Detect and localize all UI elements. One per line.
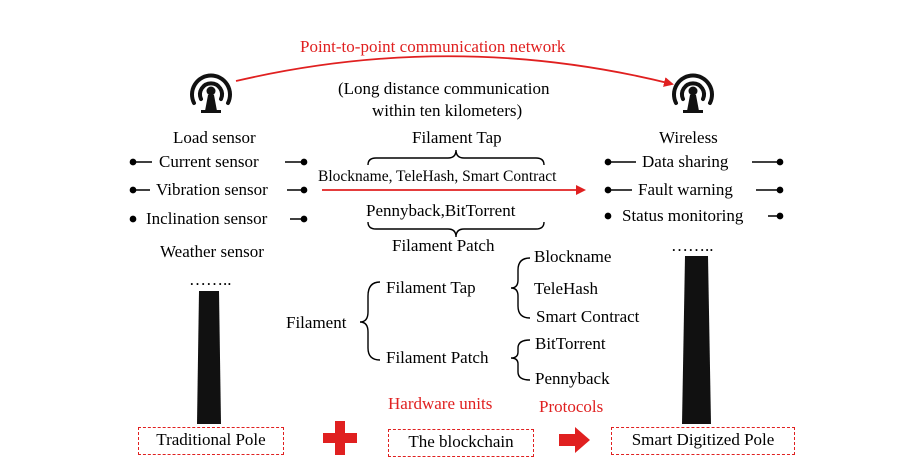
weather-sensor: Weather sensor — [160, 242, 264, 261]
sensor-item: Vibration sensor — [156, 180, 268, 199]
tree-root: Filament — [286, 313, 347, 332]
patch-items-brace — [510, 339, 531, 381]
blockchain-box: The blockchain — [388, 429, 534, 457]
smart-pole-shape — [682, 256, 711, 424]
left-bullets — [129, 158, 308, 223]
filament-brace — [359, 281, 381, 361]
patch-brace — [367, 221, 545, 238]
traditional-pole-shape — [197, 291, 221, 424]
hardware-units-label: Hardware units — [388, 394, 493, 413]
filament-patch-contents: Pennyback,BitTorrent — [366, 201, 516, 220]
patch-item: Pennyback — [535, 369, 610, 388]
right-ellipsis: …….. — [671, 236, 714, 255]
function-item: Status monitoring — [622, 206, 744, 225]
wireless-title: Wireless — [659, 128, 718, 147]
filament-patch-title: Filament Patch — [392, 236, 495, 255]
network-title: Point-to-point communication network — [300, 37, 566, 56]
patch-item: BitTorrent — [535, 334, 606, 353]
tap-item: TeleHash — [534, 279, 598, 298]
tree-filament-patch: Filament Patch — [386, 348, 489, 367]
tap-item: Smart Contract — [536, 307, 640, 326]
tree-filament-tap: Filament Tap — [386, 278, 476, 297]
tap-items-brace — [510, 257, 531, 319]
antenna-icon — [672, 73, 714, 113]
tap-brace — [367, 149, 545, 166]
antenna-icon — [190, 73, 232, 113]
sensor-item: Current sensor — [159, 152, 259, 171]
arrow-right-icon — [559, 427, 590, 453]
load-sensor-title: Load sensor — [173, 128, 256, 147]
plus-icon — [323, 421, 357, 455]
left-ellipsis: …….. — [189, 270, 232, 289]
function-item: Data sharing — [642, 152, 729, 171]
protocols-label: Protocols — [539, 397, 604, 416]
network-arc-arrow — [235, 55, 674, 87]
sensor-item: Inclination sensor — [146, 209, 268, 228]
filament-tap-title: Filament Tap — [412, 128, 502, 147]
traditional-pole-box: Traditional Pole — [138, 427, 284, 455]
right-bullets — [604, 158, 784, 220]
function-item: Fault warning — [638, 180, 733, 199]
smart-pole-box: Smart Digitized Pole — [611, 427, 795, 455]
tap-item: Blockname — [534, 247, 612, 266]
distance-note-line1: (Long distance communication — [338, 79, 550, 98]
distance-note-line2: within ten kilometers) — [372, 101, 523, 120]
filament-tap-contents: Blockname, TeleHash, Smart Contract — [318, 168, 557, 185]
